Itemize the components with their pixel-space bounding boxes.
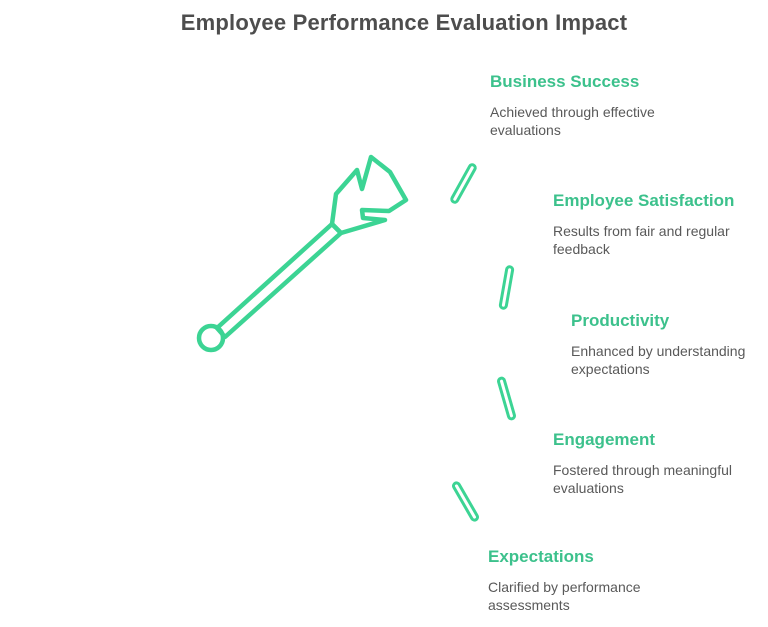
item-label: Employee Satisfaction	[553, 191, 735, 210]
dashed-connector-segment	[450, 479, 481, 524]
item-engagement: Engagement Fostered through meaningful e…	[553, 430, 758, 497]
item-expectations: Expectations Clarified by performance as…	[488, 547, 663, 614]
dashed-connector-segment	[498, 264, 515, 311]
arrow-fletching	[329, 154, 409, 236]
item-description: Achieved through effective evaluations	[490, 104, 655, 138]
item-label: Expectations	[488, 547, 594, 566]
item-productivity: Productivity Enhanced by understanding e…	[571, 311, 768, 378]
arrow-shaft	[214, 221, 344, 340]
arrow-tip-circle	[196, 323, 226, 353]
item-employee-satisfaction: Employee Satisfaction Results from fair …	[553, 191, 758, 258]
item-description: Clarified by performance assessments	[488, 579, 641, 613]
item-label: Business Success	[490, 72, 640, 91]
page-title: Employee Performance Evaluation Impact	[180, 10, 628, 35]
item-label: Productivity	[571, 311, 670, 330]
item-business-success: Business Success Achieved through effect…	[490, 72, 685, 139]
item-label: Engagement	[553, 430, 656, 449]
item-description: Fostered through meaningful evaluations	[553, 462, 732, 496]
dashed-connector-segment	[495, 375, 518, 422]
item-description: Results from fair and regular feedback	[553, 223, 730, 257]
item-description: Enhanced by understanding expectations	[571, 343, 746, 377]
dashed-connector-segment	[448, 161, 479, 206]
